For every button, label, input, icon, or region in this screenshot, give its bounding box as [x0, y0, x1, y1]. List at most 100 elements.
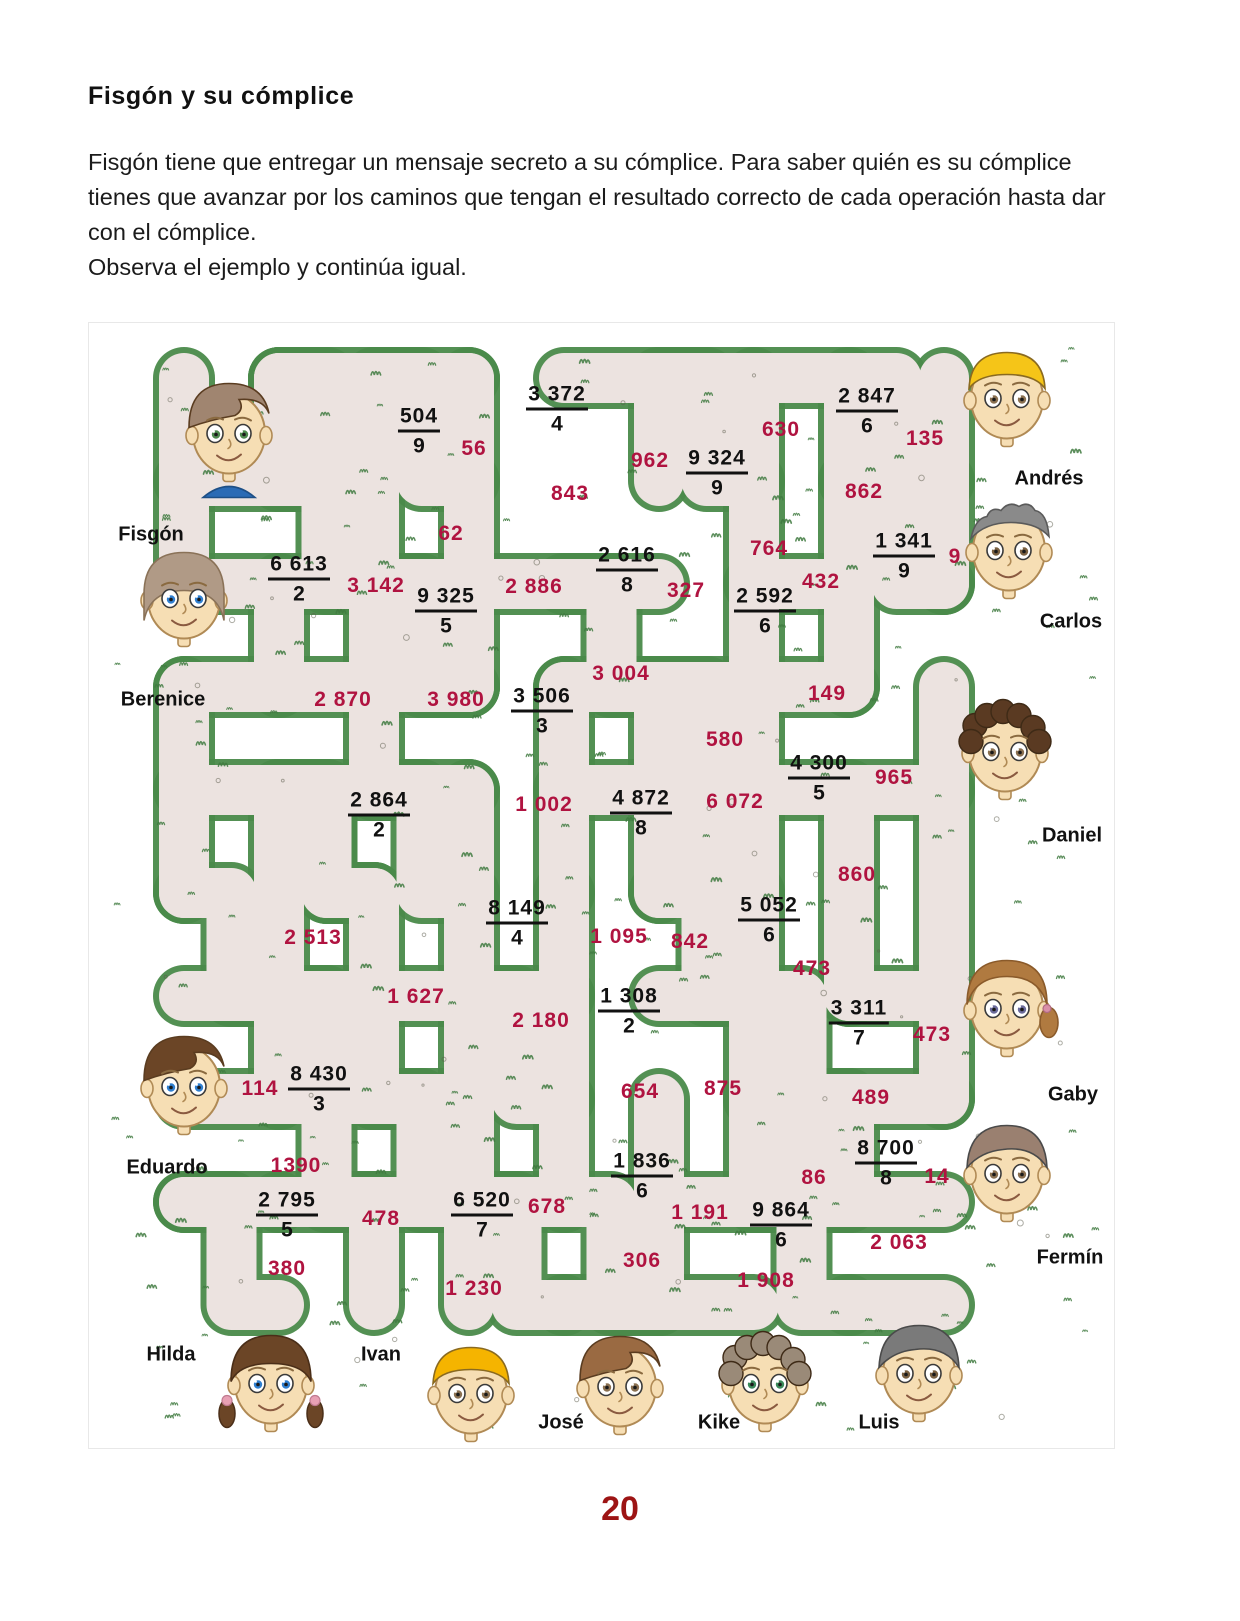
- avatar-char-andres: [943, 337, 1071, 470]
- grass-tuft: [294, 640, 305, 646]
- avatar-char-fisgon: [165, 372, 293, 505]
- corridor-floor: [729, 1074, 874, 1227]
- operation-denominator: 8: [621, 573, 633, 597]
- face-char-gaby: [963, 959, 1059, 1058]
- operation-denominator: 6: [636, 1179, 648, 1203]
- label-char-carlos: Carlos: [1039, 610, 1103, 633]
- grass-tuft: [455, 1273, 464, 1278]
- grass-tuft: [174, 1217, 187, 1224]
- grass-tuft: [411, 1277, 419, 1281]
- grass-tuft: [1055, 974, 1066, 980]
- grass-tuft: [581, 911, 590, 915]
- face-char-berenice: [140, 551, 228, 648]
- answer-ans-630: 630: [761, 418, 801, 441]
- grass-tuft: [809, 583, 816, 587]
- grass-tuft: [1079, 575, 1088, 579]
- grass-tuft: [869, 697, 879, 702]
- answer-ans-965: 965: [874, 766, 914, 789]
- grass-tuft: [493, 1232, 500, 1236]
- pebble: [238, 1279, 244, 1284]
- label-char-gaby: Gaby: [1047, 1083, 1099, 1106]
- avatar-char-luis: [855, 1312, 983, 1445]
- answer-ans-1191: 1 191: [671, 1201, 729, 1224]
- answer-ans-2513: 2 513: [284, 926, 342, 949]
- grass-tuft: [986, 1263, 996, 1268]
- grass-tuft: [712, 952, 722, 957]
- operation-denominator: 3: [313, 1092, 325, 1116]
- grass-layer: [111, 346, 1100, 1431]
- fraction-bar: [598, 1009, 660, 1013]
- grass-tuft: [478, 413, 491, 419]
- operation-numerator: 1 836: [613, 1149, 671, 1173]
- pebble: [215, 777, 221, 784]
- pebble: [540, 1295, 544, 1299]
- answer-ans-1230: 1 230: [445, 1277, 503, 1300]
- operation-denominator: 6: [861, 414, 873, 438]
- pebble: [1016, 1219, 1024, 1227]
- grass-tuft: [1062, 1233, 1074, 1238]
- grass-tuft: [170, 1401, 179, 1406]
- answer-ans-1390: 1390: [270, 1154, 322, 1177]
- corridor-floor: [159, 1177, 304, 1330]
- face-char-kike: [718, 1330, 812, 1433]
- fraction-bar: [256, 1213, 318, 1217]
- fraction-bar: [268, 577, 330, 581]
- operation-numerator: 2 864: [350, 788, 408, 812]
- grass-tuft: [179, 661, 189, 666]
- grass-tuft: [258, 1122, 268, 1127]
- maze-artwork: [111, 346, 1100, 1431]
- grass-tuft: [113, 902, 121, 906]
- pebble: [194, 682, 201, 689]
- pebble: [812, 871, 819, 878]
- answer-ans-3004: 3 004: [592, 662, 650, 685]
- fraction-bar: [451, 1213, 513, 1217]
- grass-tuft: [381, 720, 393, 726]
- grass-tuft: [663, 902, 674, 908]
- grass-tuft: [852, 1125, 865, 1132]
- grass-tuft: [343, 524, 351, 528]
- grass-tuft: [723, 1307, 733, 1312]
- grass-tuft: [703, 1216, 710, 1220]
- grass-tuft: [114, 662, 121, 666]
- operation-denominator: 9: [711, 476, 723, 500]
- pebble: [894, 421, 899, 426]
- pebble: [574, 1397, 580, 1403]
- grass-tuft: [195, 740, 207, 746]
- grass-tuft: [809, 1195, 818, 1200]
- answer-ans-14: 14: [924, 1165, 950, 1188]
- pebble: [441, 1056, 447, 1062]
- label-char-daniel: Daniel: [1041, 824, 1103, 847]
- grass-tuft: [559, 612, 570, 618]
- answer-ans-1627: 1 627: [387, 985, 445, 1008]
- corridor-floor: [444, 1177, 589, 1330]
- avatar-char-jose: [556, 1325, 684, 1449]
- face-char-fisgon: [185, 382, 273, 499]
- grass-tuft: [762, 893, 775, 899]
- operation-numerator: 1 341: [875, 529, 933, 553]
- grass-tuft: [1013, 900, 1022, 904]
- corridor-floor: [254, 1074, 399, 1227]
- avatar-char-ivan: [407, 1332, 535, 1449]
- grass-tuft: [711, 1221, 721, 1226]
- operation-denominator: 2: [623, 1014, 635, 1038]
- grass-tuft: [541, 1084, 553, 1090]
- operation-denominator: 2: [293, 582, 305, 606]
- grass-tuft: [669, 1286, 681, 1293]
- grass-tuft: [274, 1053, 282, 1057]
- grass-tuft: [392, 1318, 403, 1324]
- corridor-floor: [254, 353, 399, 506]
- grass-tuft: [467, 689, 479, 695]
- face-char-hilda: [218, 1334, 324, 1433]
- operation-numerator: 504: [399, 404, 439, 428]
- answer-ans-764: 764: [749, 537, 789, 560]
- grass-tuft: [538, 761, 548, 766]
- fraction-bar: [610, 811, 672, 815]
- grass-tuft: [1082, 1329, 1089, 1333]
- answer-ans-327: 327: [666, 579, 706, 602]
